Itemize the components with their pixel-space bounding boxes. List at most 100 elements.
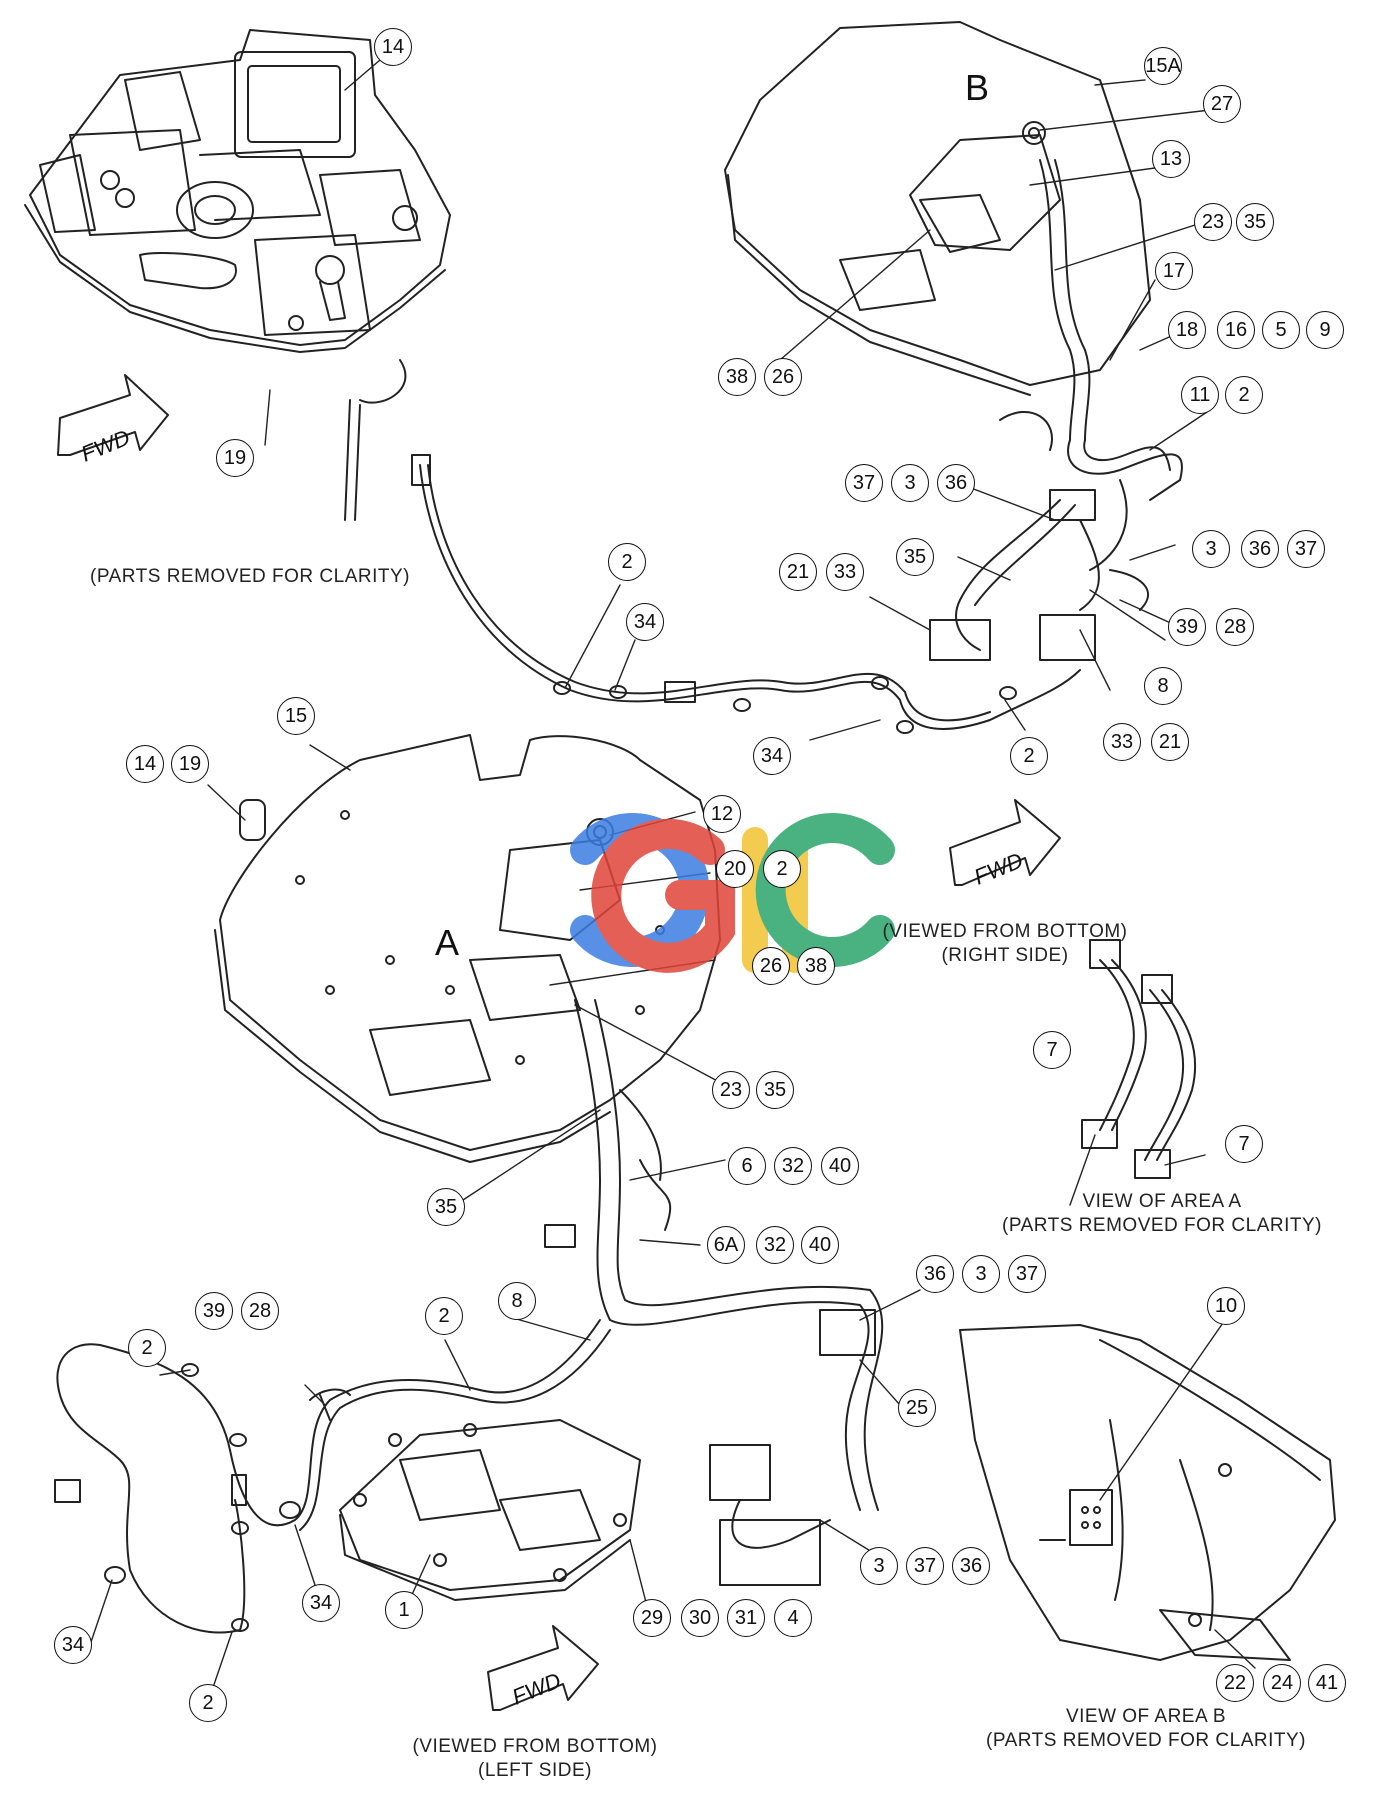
callout-16: 16 — [1217, 311, 1255, 349]
callout-3-c: 3 — [962, 1255, 1000, 1293]
callout-34-low-a: 34 — [302, 1584, 340, 1622]
callout-36-a: 36 — [937, 464, 975, 502]
callout-12: 12 — [703, 795, 741, 833]
callout-6: 6 — [728, 1147, 766, 1185]
callout-34-mid: 34 — [753, 737, 791, 775]
callout-21-a: 21 — [779, 553, 817, 591]
fwd-label-left: FWD — [509, 1668, 565, 1710]
callout-38-mid: 38 — [797, 947, 835, 985]
callout-13: 13 — [1152, 140, 1190, 178]
callout-2-low-left: 2 — [128, 1329, 166, 1367]
caption-area-b-line1: VIEW OF AREA B — [1065, 1706, 1227, 1727]
callout-35-mid-b: 35 — [756, 1071, 794, 1109]
caption-parts-removed-top: (PARTS REMOVED FOR CLARITY) — [90, 566, 410, 587]
callout-2-right-top: 2 — [1225, 376, 1263, 414]
callout-14-panel-a: 14 — [126, 745, 164, 783]
callout-10: 10 — [1207, 1287, 1245, 1325]
fwd-arrow-left — [487, 1625, 599, 1711]
callout-2-panel-a: 2 — [763, 850, 801, 888]
callout-39-right: 39 — [1168, 608, 1206, 646]
callout-41: 41 — [1308, 1664, 1346, 1702]
caption-area-b-line2: (PARTS REMOVED FOR CLARITY) — [986, 1730, 1306, 1751]
callout-2-bottom: 2 — [189, 1684, 227, 1722]
area-b-letter: B — [965, 67, 989, 108]
callout-3-d: 3 — [860, 1547, 898, 1585]
callout-22: 22 — [1216, 1664, 1254, 1702]
callout-8-right: 8 — [1144, 667, 1182, 705]
callout-21-b: 21 — [1151, 723, 1189, 761]
callout-19-console: 19 — [216, 439, 254, 477]
callout-3-a: 3 — [891, 464, 929, 502]
callout-28-right: 28 — [1216, 608, 1254, 646]
area-a-connectors — [1081, 939, 1197, 1179]
callout-2-mid-top: 2 — [608, 543, 646, 581]
harness-lower — [544, 999, 884, 1586]
callout-40-b: 40 — [801, 1226, 839, 1264]
callout-37-d: 37 — [906, 1547, 944, 1585]
callout-4: 4 — [774, 1599, 812, 1637]
harness-left-loop — [54, 1319, 611, 1634]
caption-left-line2: (LEFT SIDE) — [478, 1760, 592, 1781]
callout-9: 9 — [1306, 311, 1344, 349]
harness-main — [411, 454, 1081, 734]
fwd-label-top: FWD — [78, 425, 134, 467]
caption-area-a-line1: VIEW OF AREA A — [1082, 1191, 1242, 1212]
callout-1: 1 — [385, 1591, 423, 1629]
callout-35-low: 35 — [427, 1188, 465, 1226]
callout-11: 11 — [1181, 376, 1219, 414]
callout-23-mid: 23 — [712, 1071, 750, 1109]
callout-36-c: 36 — [916, 1255, 954, 1293]
callout-24: 24 — [1263, 1664, 1301, 1702]
callout-25: 25 — [898, 1389, 936, 1427]
callout-15: 15 — [277, 697, 315, 735]
callout-30: 30 — [681, 1599, 719, 1637]
callout-40-a: 40 — [821, 1147, 859, 1185]
watermark-logo — [570, 813, 895, 973]
callout-29: 29 — [633, 1599, 671, 1637]
callout-35-mid: 35 — [896, 538, 934, 576]
callout-32-a: 32 — [774, 1147, 812, 1185]
callout-15a: 15A — [1144, 47, 1182, 85]
area-b-view — [959, 1324, 1336, 1661]
callout-37-c: 37 — [1008, 1255, 1046, 1293]
callout-23-top: 23 — [1194, 203, 1232, 241]
callout-34-low-b: 34 — [54, 1626, 92, 1664]
callout-3-b: 3 — [1192, 530, 1230, 568]
callout-18: 18 — [1168, 311, 1206, 349]
callout-31: 31 — [727, 1599, 765, 1637]
leader-lines — [89, 59, 1256, 1706]
callout-38-top: 38 — [718, 358, 756, 396]
callout-26-top: 26 — [764, 358, 802, 396]
callout-36-b: 36 — [1241, 530, 1279, 568]
lower-bracket — [339, 1419, 641, 1601]
panel-b — [724, 21, 1151, 441]
callout-17: 17 — [1155, 252, 1193, 290]
area-a-letter: A — [435, 922, 459, 963]
harness-right — [929, 410, 1183, 661]
callout-8-low: 8 — [498, 1282, 536, 1320]
callout-39-left: 39 — [195, 1292, 233, 1330]
callout-26-mid: 26 — [752, 947, 790, 985]
fwd-arrow-right — [949, 799, 1061, 886]
caption-area-a-line2: (PARTS REMOVED FOR CLARITY) — [1002, 1215, 1322, 1236]
callout-32-b: 32 — [756, 1226, 794, 1264]
fwd-arrow-top — [57, 374, 169, 456]
callout-7-left: 7 — [1033, 1031, 1071, 1069]
callout-37-a: 37 — [845, 464, 883, 502]
caption-right-line2: (RIGHT SIDE) — [941, 945, 1069, 966]
callout-33-a: 33 — [826, 553, 864, 591]
callout-35-top: 35 — [1236, 203, 1274, 241]
callout-34-mid-top: 34 — [626, 603, 664, 641]
callout-36-d: 36 — [952, 1547, 990, 1585]
callout-19-panel-a: 19 — [171, 745, 209, 783]
callout-27: 27 — [1203, 85, 1241, 123]
callout-20: 20 — [716, 850, 754, 888]
callout-33-b: 33 — [1103, 723, 1141, 761]
control-console — [24, 29, 451, 521]
caption-right-line1: (VIEWED FROM BOTTOM) — [882, 921, 1128, 942]
callout-37-b: 37 — [1287, 530, 1325, 568]
callout-14-console: 14 — [374, 28, 412, 66]
callout-2-mid-right: 2 — [1010, 737, 1048, 775]
